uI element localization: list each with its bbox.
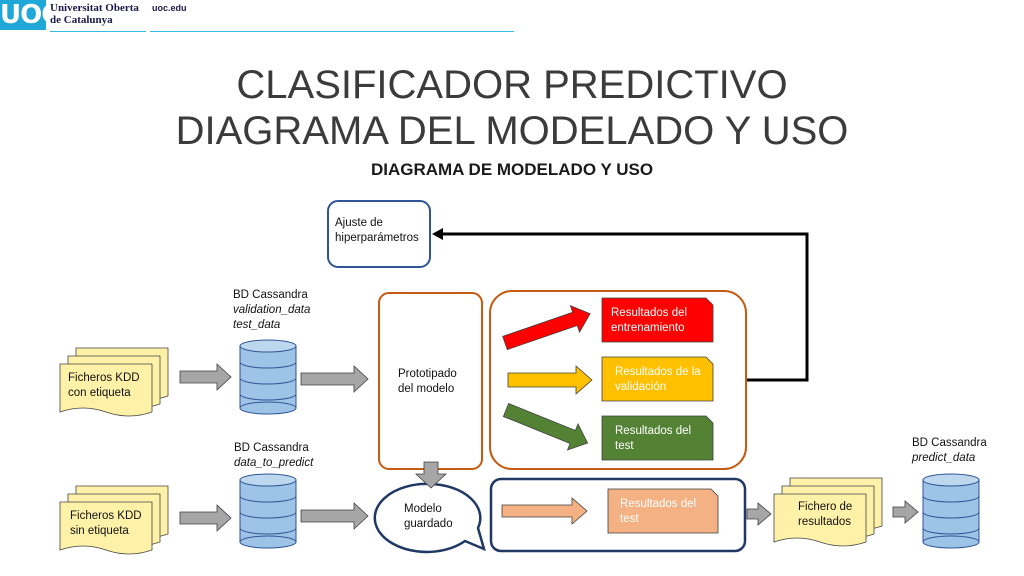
results-validation-line2: validación (615, 381, 667, 393)
results-test-use-label: Resultados del test (620, 497, 696, 527)
output-file-line2: resultados (798, 516, 852, 528)
db-predict-output-label: BD Cassandra predict_data (912, 436, 987, 466)
db-validation-line2: test_data (233, 319, 281, 331)
header-rule-right (150, 31, 514, 32)
slide-title-line2: DIAGRAMA DEL MODELADO Y USO (175, 109, 849, 153)
results-validation-box (601, 356, 714, 402)
db-predict-output-cylinder (922, 473, 980, 549)
db-validation-label: BD Cassandra validation_data test_data (233, 288, 310, 333)
prototype-line1: Prototipado (398, 368, 457, 380)
results-test-line1: Resultados del (615, 425, 692, 437)
prototype-label: Prototipado del modelo (398, 367, 457, 397)
hyperparams-box (327, 200, 431, 268)
arrow-to-test-use (501, 497, 588, 525)
results-training-line1: Resultados del (611, 307, 688, 319)
results-test-box (601, 415, 714, 461)
labeled-files-label: Ficheros KDD con etiqueta (68, 371, 140, 401)
saved-model-bubble (373, 482, 486, 554)
uoc-logo: UOC (0, 0, 46, 30)
unlabeled-files-label: Ficheros KDD sin etiqueta (70, 509, 142, 539)
db-validation-title: BD Cassandra (233, 289, 308, 301)
db-predict-input-line1: data_to_predict (234, 457, 314, 469)
results-test-use-line1: Resultados del (620, 498, 697, 510)
prototype-line2: del modelo (398, 383, 455, 395)
unlabeled-files-line2: sin etiqueta (70, 525, 129, 537)
slide-title-line1: CLASIFICADOR PREDICTIVO (236, 63, 788, 107)
files-to-db-arrow (179, 363, 232, 391)
arrow-to-training (502, 304, 591, 351)
results-test-label: Resultados del test (615, 424, 691, 454)
saved-model-label: Modelo guardado (404, 502, 453, 532)
file-to-db-arrow (892, 500, 919, 524)
results-validation-line1: Resultados de la (615, 366, 701, 378)
db-predict-input-title: BD Cassandra (234, 442, 309, 454)
diagram-subtitle: DIAGRAMA DE MODELADO Y USO (370, 160, 654, 179)
results-to-file-arrow (746, 502, 772, 526)
results-test-use-box (607, 488, 719, 534)
db-validation-cylinder (239, 339, 297, 415)
output-file-label: Fichero de resultados (798, 500, 852, 530)
db-predict-output-title: BD Cassandra (912, 437, 987, 449)
db-predict-input-cylinder (239, 473, 297, 549)
hyperparams-line1: Ajuste de (335, 217, 383, 229)
output-file-line1: Fichero de (798, 501, 853, 513)
arrow-to-test (502, 402, 589, 451)
org-name: Universitat Oberta de Catalunya (50, 2, 139, 26)
hyperparams-label: Ajuste de hiperparámetros (335, 216, 419, 246)
results-training-box (601, 297, 714, 343)
results-training-line2: entrenamiento (611, 322, 685, 334)
hyperparams-line2: hiperparámetros (335, 232, 419, 244)
db-validation-line1: validation_data (233, 304, 311, 316)
org-url[interactable]: uoc.edu (152, 3, 187, 13)
db-predict-input-label: BD Cassandra data_to_predict (234, 441, 313, 471)
labeled-files-line1: Ficheros KDD (68, 372, 140, 384)
results-training-label: Resultados del entrenamiento (611, 306, 687, 336)
prototype-to-model-arrow (414, 461, 448, 489)
db-to-prototype-arrow (300, 365, 369, 393)
results-test-line2: test (615, 440, 634, 452)
arrow-to-validation (507, 365, 593, 395)
saved-model-line2: guardado (404, 518, 453, 530)
feedback-arrowhead (432, 228, 443, 240)
saved-model-line1: Modelo (404, 503, 442, 515)
results-validation-label: Resultados de la validación (615, 365, 701, 395)
unlabeled-to-db-arrow (179, 504, 232, 532)
org-name-line2: de Catalunya (50, 14, 113, 26)
feedback-loop-arrow (440, 232, 809, 382)
db-predict-output-line1: predict_data (912, 452, 976, 464)
header-rule-left (50, 31, 146, 32)
db-to-model-arrow (300, 502, 369, 530)
labeled-files-line2: con etiqueta (68, 387, 131, 399)
unlabeled-files-line1: Ficheros KDD (70, 510, 142, 522)
org-name-line1: Universitat Oberta (50, 2, 139, 14)
results-test-use-line2: test (620, 513, 639, 525)
